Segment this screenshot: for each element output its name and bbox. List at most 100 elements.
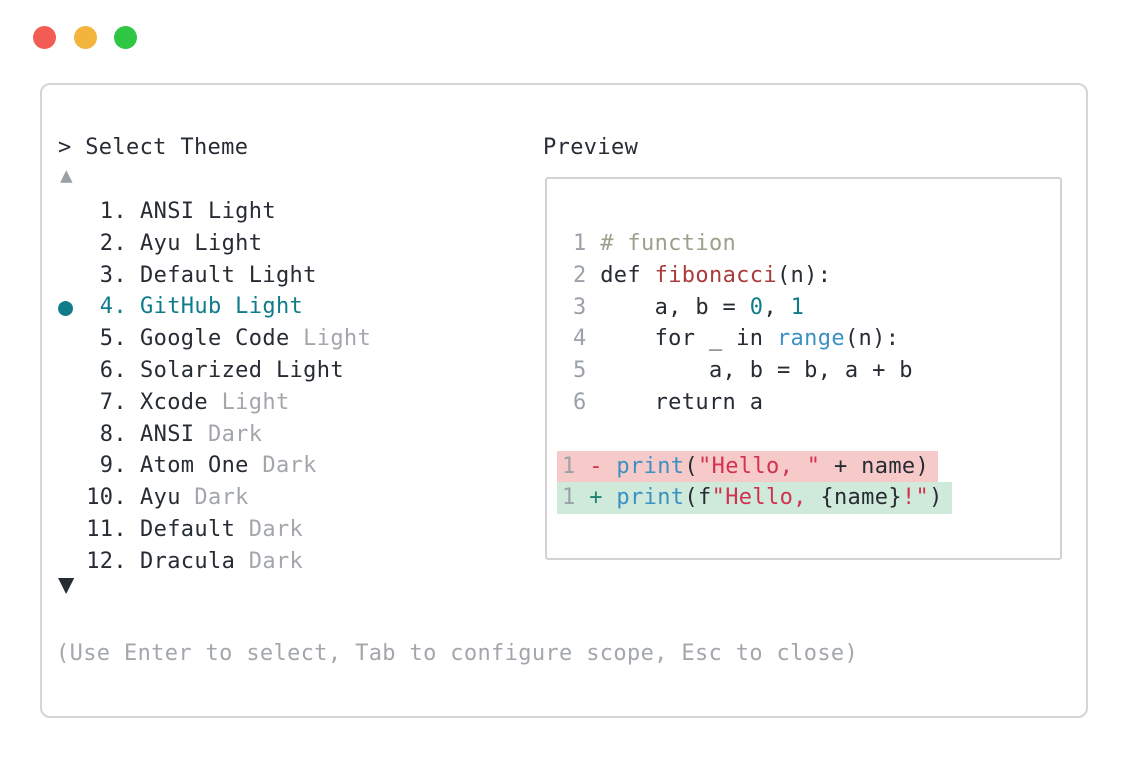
theme-option-xcode[interactable]: 7. Xcode Light [58, 387, 371, 419]
theme-name: Default [140, 516, 236, 542]
code-line: 5 a, b = b, a + b [573, 355, 952, 387]
theme-number: 8. [99, 421, 127, 447]
bullet-spacer [58, 387, 85, 419]
code-token: ( [684, 453, 698, 479]
zoom-window-icon[interactable] [114, 26, 138, 49]
theme-option-default-light[interactable]: 3. Default Light [58, 260, 371, 292]
theme-name-suffix: Dark [248, 548, 304, 574]
spacer [127, 323, 140, 355]
code-token: "Hello, " [698, 453, 821, 479]
bullet-spacer [58, 260, 85, 292]
theme-name: Dracula [140, 548, 236, 574]
theme-number: 9. [99, 453, 127, 479]
close-window-icon[interactable] [33, 26, 56, 49]
theme-name-suffix: Dark [194, 485, 249, 511]
spacer [127, 228, 140, 260]
code-token: 1 [573, 231, 601, 256]
code-token: (n): [844, 326, 900, 352]
theme-option-solarized-light[interactable]: 6.Solarized Light [58, 355, 371, 387]
code-token: 6 [573, 389, 601, 415]
code-token: + name) [820, 453, 930, 479]
minimize-window-icon[interactable] [73, 26, 97, 49]
spacer [127, 355, 140, 387]
code-token: print [616, 485, 685, 511]
bullet-spacer [58, 228, 85, 260]
code-token: "Hello, [711, 485, 821, 511]
code-token: range [776, 326, 845, 352]
code-token: ) [929, 485, 943, 511]
theme-number: 12. [86, 548, 127, 574]
code-token: a, b = b, a + b [600, 358, 913, 384]
diff-deleted-highlight: 1 - print("Hello, " + name) [557, 450, 939, 483]
bullet-spacer [58, 419, 85, 451]
theme-name: Atom One [140, 453, 249, 479]
theme-name: ANSI [140, 421, 195, 447]
code-token: 5 [573, 358, 601, 384]
theme-name: Solarized Light [140, 357, 344, 383]
theme-option-default[interactable]: 11. Default Dark [58, 514, 371, 546]
bullet-spacer [58, 196, 85, 228]
code-token: print [616, 453, 685, 479]
theme-option-ayu-light[interactable]: 2. Ayu Light [58, 228, 371, 260]
scroll-down-icon[interactable]: ▼ [58, 569, 75, 600]
bullet-spacer [58, 355, 85, 387]
theme-number: 3. [99, 262, 127, 288]
theme-name: Xcode [140, 389, 208, 415]
theme-name: Ayu [140, 485, 181, 511]
spacer [127, 260, 140, 292]
theme-number: 10. [86, 485, 127, 511]
theme-name: Default Light [140, 262, 317, 288]
code-token: (f [684, 485, 712, 511]
theme-option-ansi-light[interactable]: 1.ANSI Light [58, 196, 371, 228]
code-token: a, b = [600, 294, 750, 320]
spacer [127, 514, 140, 546]
code-line: 1 # function [573, 228, 952, 260]
keyboard-hint: (Use Enter to select, Tab to configure s… [56, 641, 859, 666]
code-line: 3 a, b = 0, 1 [573, 292, 952, 324]
code-token: !" [901, 485, 930, 511]
theme-name: Ayu Light [140, 230, 263, 256]
code-token: {name} [820, 485, 902, 511]
code-token: - [589, 453, 617, 479]
theme-number: 1. [99, 199, 127, 224]
bullet-spacer [58, 450, 85, 482]
theme-number: 7. [99, 389, 127, 415]
spacer [127, 291, 140, 323]
theme-option-ansi[interactable]: 8. ANSI Dark [58, 419, 371, 451]
code-token: 2 [573, 262, 601, 288]
bullet-spacer [58, 323, 85, 355]
spacer [127, 419, 140, 451]
dialog-title: > Select Theme [58, 135, 249, 160]
selected-bullet-icon: ● [58, 292, 74, 322]
diff-line: 1 - print("Hello, " + name) [557, 450, 952, 483]
theme-option-ayu[interactable]: 10. Ayu Dark [58, 482, 371, 514]
theme-name: Google Code [140, 326, 290, 352]
preview-label: Preview [543, 135, 639, 160]
scroll-up-icon[interactable]: ▲ [60, 163, 73, 187]
theme-number: 2. [99, 230, 127, 256]
theme-number: 11. [86, 516, 127, 542]
theme-option-dracula[interactable]: 12. Dracula Dark [58, 546, 371, 578]
code-token: fibonacci [654, 262, 777, 288]
spacer [127, 482, 140, 514]
code-token: (n): [776, 262, 832, 288]
code-token: 1 [562, 453, 590, 479]
diff-added-highlight: 1 + print(f"Hello, {name}!") [557, 482, 952, 515]
theme-number: 5. [99, 326, 127, 352]
theme-name-suffix: Light [221, 389, 290, 415]
code-token: 1 [562, 485, 590, 511]
code-line: 4 for _ in range(n): [573, 323, 952, 355]
code-token: 0 [749, 294, 764, 320]
theme-name-suffix: Dark [207, 421, 263, 447]
theme-option-github-light[interactable]: ●4.GitHub Light [58, 291, 371, 323]
theme-name-suffix: Dark [248, 516, 304, 542]
spacer [127, 387, 140, 419]
diff-line: 1 + print(f"Hello, {name}!") [557, 482, 952, 515]
blank-line [573, 419, 952, 451]
code-line: 2 def fibonacci(n): [573, 260, 952, 292]
code-token: for _ in [600, 326, 777, 352]
